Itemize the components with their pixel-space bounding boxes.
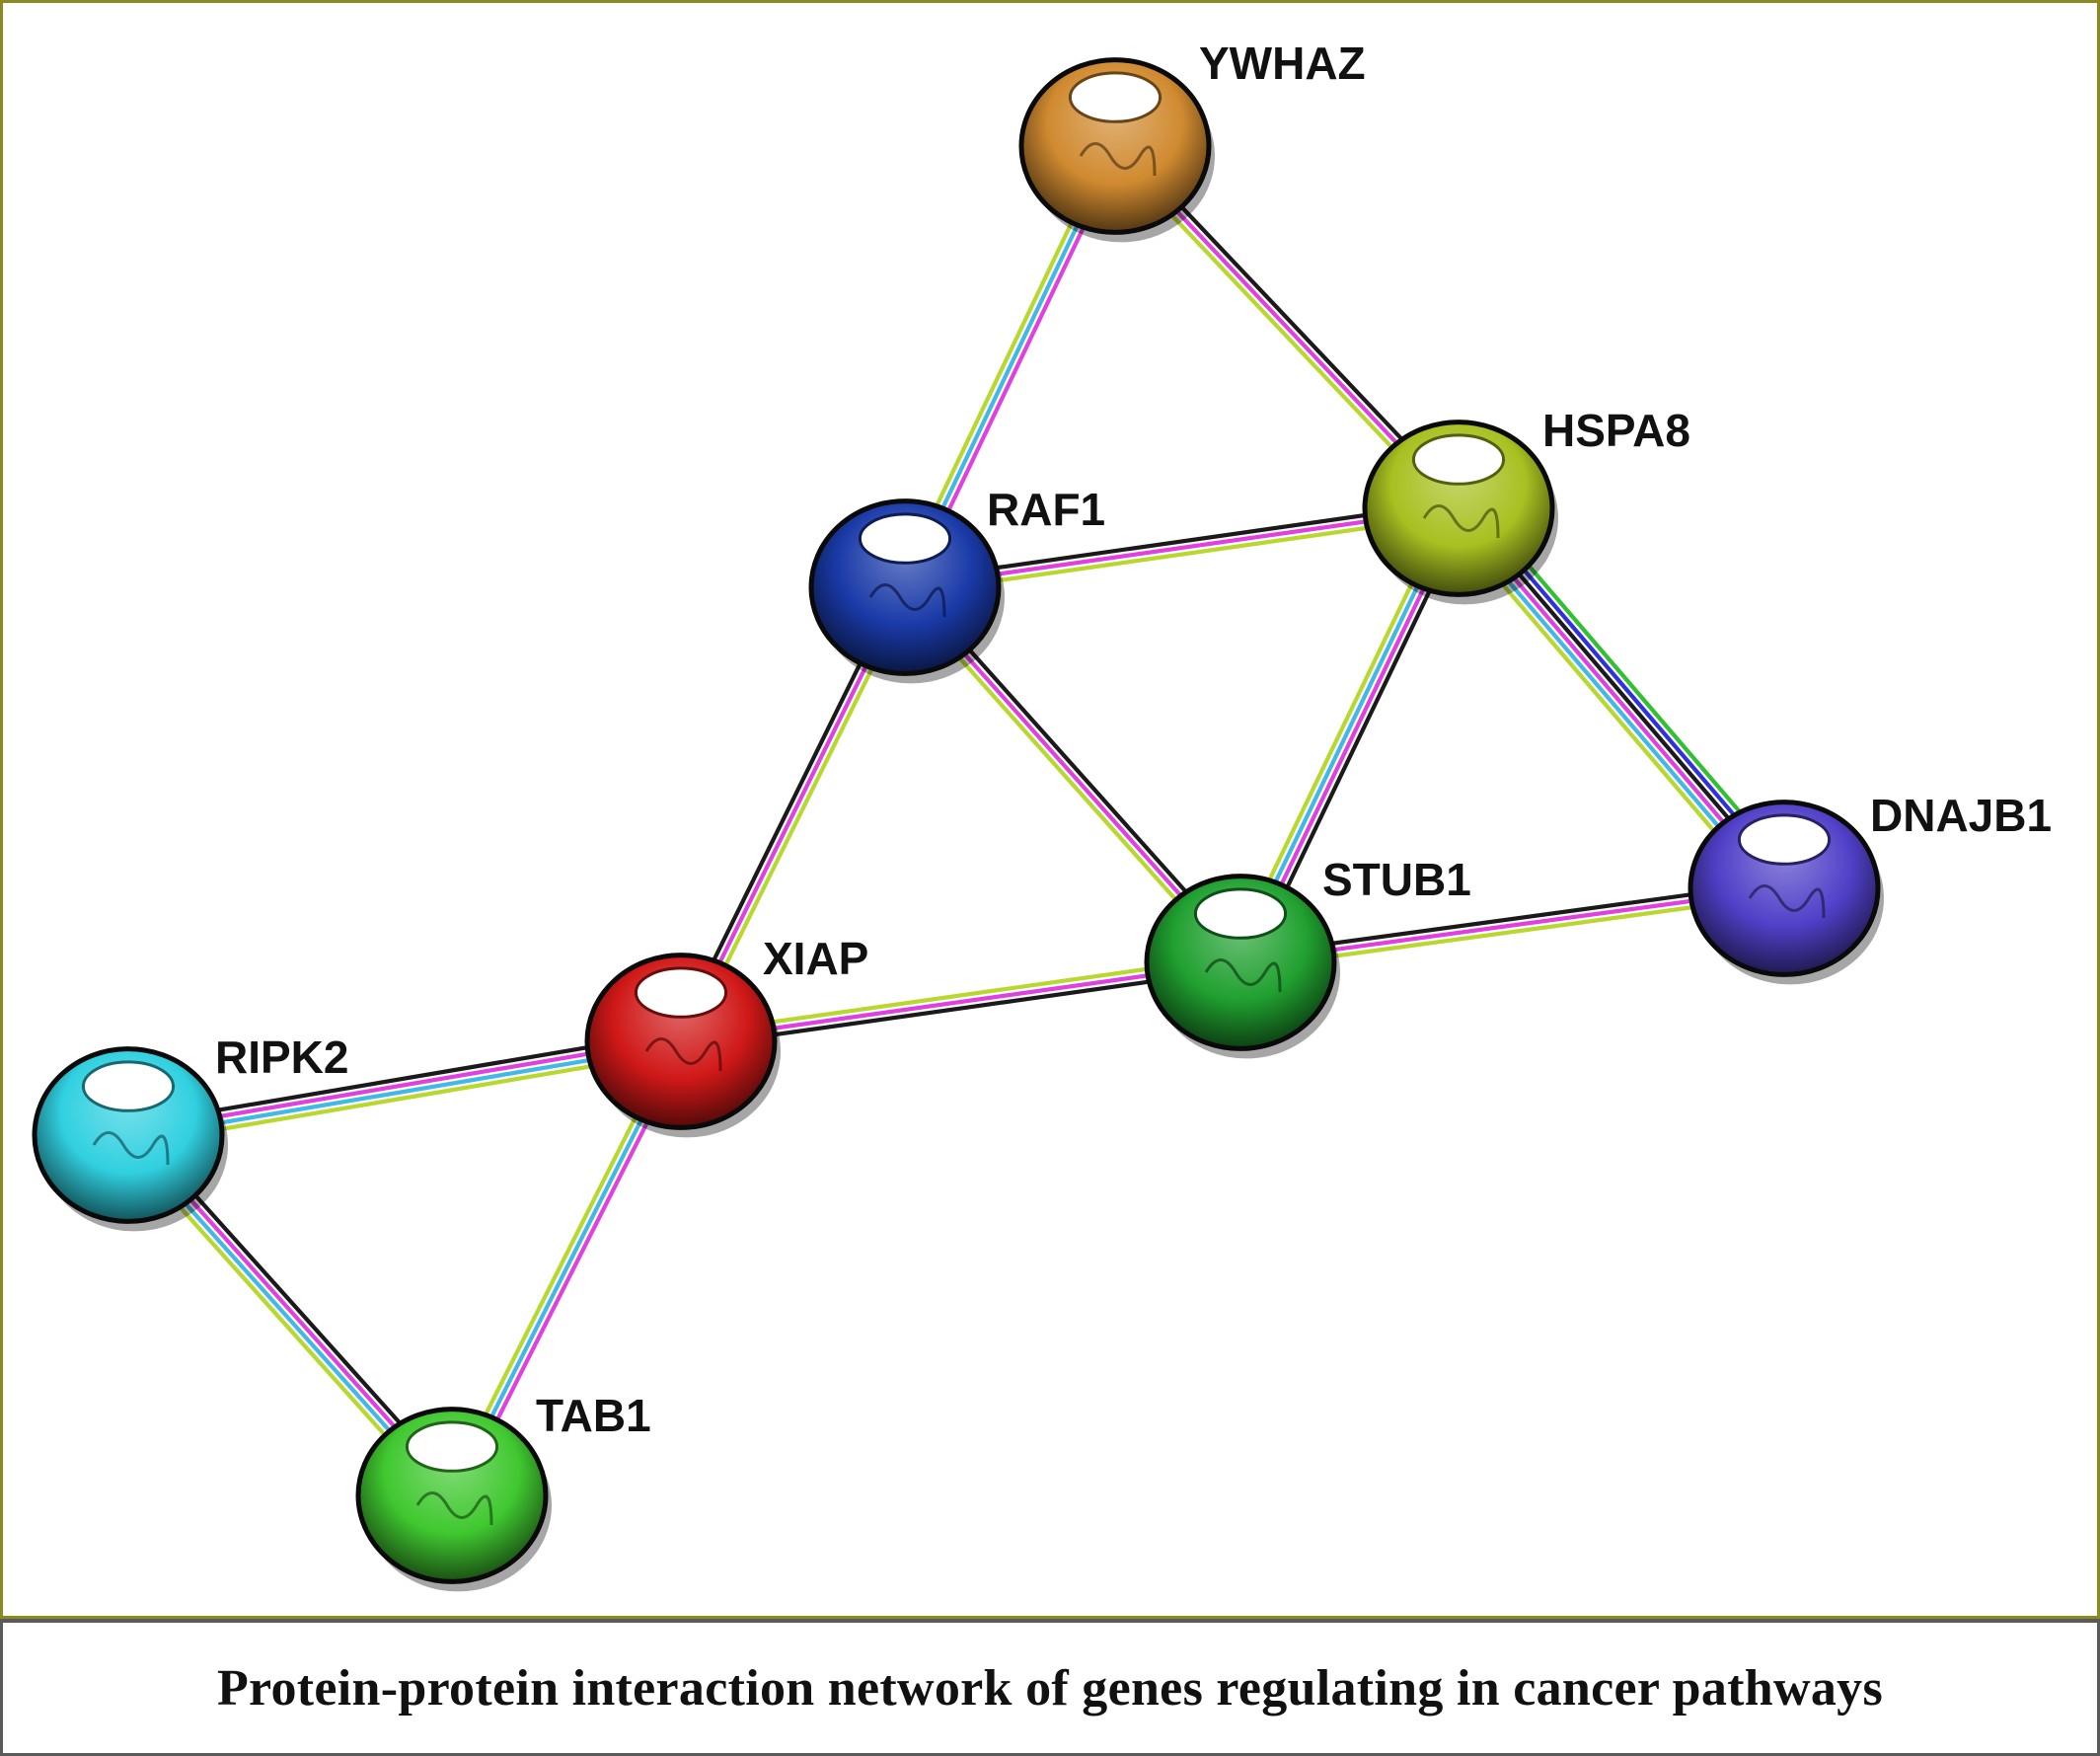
node-highlight — [81, 1060, 176, 1112]
node-label-raf1: RAF1 — [987, 484, 1105, 535]
node-label-tab1: TAB1 — [536, 1390, 651, 1441]
protein-structure-icon — [415, 1491, 493, 1526]
node-highlight — [858, 512, 952, 565]
node-hspa8[interactable] — [1362, 420, 1558, 605]
protein-structure-icon — [92, 1131, 170, 1166]
node-highlight — [1411, 433, 1506, 486]
protein-structure-icon — [1204, 958, 1282, 993]
node-ripk2[interactable] — [32, 1046, 228, 1232]
node-sphere — [584, 953, 778, 1130]
protein-structure-icon — [868, 583, 946, 618]
node-label-ywhaz: YWHAZ — [1199, 38, 1366, 89]
figure-caption: Protein-protein interaction network of g… — [216, 1659, 1883, 1717]
node-sphere — [1362, 420, 1555, 597]
node-raf1[interactable] — [808, 498, 1005, 684]
node-label-hspa8: HSPA8 — [1542, 405, 1690, 456]
node-label-xiap: XIAP — [763, 933, 868, 984]
caption-box: Protein-protein interaction network of g… — [0, 1619, 2100, 1756]
protein-structure-icon — [1422, 504, 1500, 539]
node-highlight — [405, 1420, 499, 1473]
node-sphere — [1688, 800, 1881, 977]
node-highlight — [1068, 71, 1162, 123]
node-label-stub1: STUB1 — [1322, 854, 1471, 905]
node-stub1[interactable] — [1144, 874, 1340, 1059]
node-dnajb1[interactable] — [1688, 800, 1884, 985]
node-highlight — [1193, 887, 1288, 940]
node-highlight — [634, 966, 728, 1019]
node-label-ripk2: RIPK2 — [215, 1031, 348, 1083]
node-highlight — [1737, 813, 1832, 866]
node-sphere — [1018, 57, 1212, 235]
node-sphere — [808, 498, 1002, 676]
node-xiap[interactable] — [584, 953, 781, 1138]
protein-structure-icon — [644, 1037, 722, 1072]
node-sphere — [32, 1046, 225, 1224]
node-sphere — [355, 1407, 549, 1584]
node-ywhaz[interactable] — [1018, 57, 1215, 243]
protein-structure-icon — [1079, 142, 1157, 177]
node-sphere — [1144, 874, 1337, 1051]
node-tab1[interactable] — [355, 1407, 552, 1592]
node-label-dnajb1: DNAJB1 — [1870, 790, 2052, 841]
protein-structure-icon — [1748, 884, 1826, 919]
